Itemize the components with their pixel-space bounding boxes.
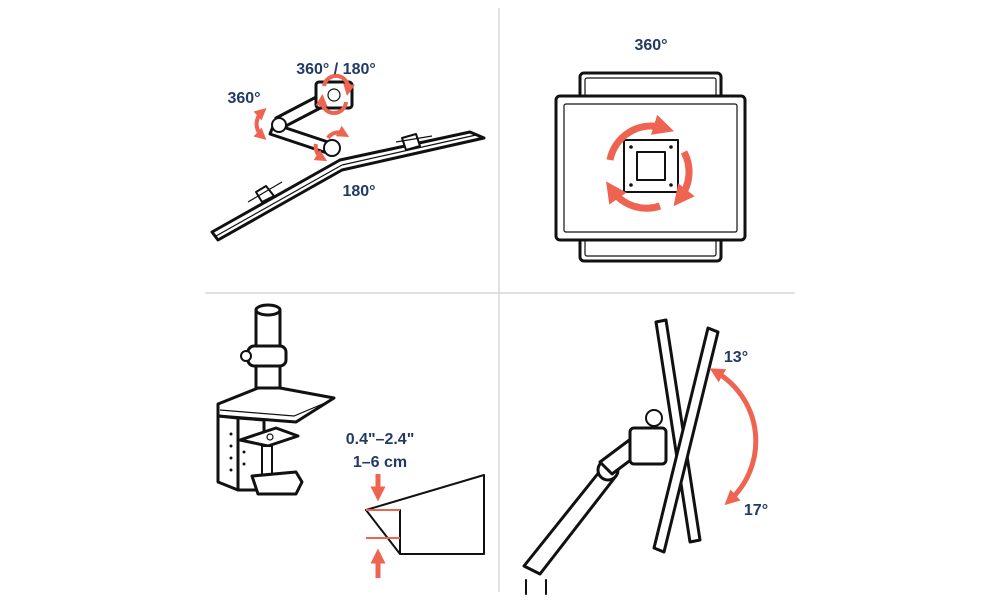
clamp-hole [229, 432, 233, 436]
tilt-head [628, 426, 668, 466]
label-clamp-range-in: 0.4"–2.4" [346, 431, 415, 448]
label-elbow-rotation: 360° [227, 90, 260, 107]
clamp-pressure-pad [238, 426, 300, 448]
elbow-joint [271, 117, 287, 133]
vesa-screw-hole [669, 145, 673, 149]
clamp-hole [229, 456, 233, 460]
pressure-pad-center [266, 433, 274, 441]
clamp-top-plate-edge [219, 399, 333, 417]
panel-desk-clamp: 0.4"–2.4" 1–6 cm [216, 303, 485, 578]
collar-set-screw [240, 350, 252, 362]
head-rotation-arrow-top [322, 73, 355, 96]
base-rotation-arrow-right [326, 125, 350, 140]
panel-monitor-rotation: 360° [554, 37, 747, 263]
crossbar [210, 130, 486, 242]
vesa-screw-hole [629, 183, 633, 187]
label-base-rotation: 180° [342, 183, 375, 200]
monitor-front-inner [563, 103, 738, 233]
crossbar-clamp-left [247, 181, 283, 203]
vesa-screw-hole [669, 183, 673, 187]
rotation-arrow-top [606, 114, 675, 161]
pole-top [254, 303, 282, 317]
tilt-pivot [645, 409, 663, 427]
clamp-knob [250, 470, 304, 496]
rotation-arrow-right [673, 150, 695, 207]
clamp-hole [229, 444, 233, 448]
tilt-arc-arrow [709, 368, 759, 506]
label-head-rotation: 360° / 180° [296, 61, 376, 78]
vesa-plate-center [636, 151, 666, 181]
crossbar-edge-left [215, 164, 343, 237]
clamp-hole [242, 462, 246, 466]
tilt-lower-arm [522, 464, 618, 576]
clamp-screw [261, 445, 273, 477]
vesa-screw-hole [629, 145, 633, 149]
base-joint [323, 139, 341, 157]
panel-tilt: 13° 17° [522, 318, 768, 595]
panel-dividers [205, 8, 795, 592]
clamp-hole [242, 450, 246, 454]
rotation-arrow-bottom [606, 181, 662, 212]
pole-collar [246, 344, 288, 368]
label-tilt-down: 17° [744, 502, 768, 519]
clamp-hole [229, 468, 233, 472]
label-monitor-rotation: 360° [634, 37, 667, 54]
desk-surface [365, 474, 485, 555]
elbow-rotation-arrow [253, 108, 267, 140]
head-rotation-arrow-bottom [315, 94, 348, 115]
vesa-head-pivot [327, 88, 341, 102]
clamp-body-side [216, 414, 240, 492]
tilted-monitor-front [652, 326, 720, 554]
label-tilt-up: 13° [724, 349, 748, 366]
panel-arm-rotation: 360° / 180° 360° 180° [210, 61, 486, 242]
base-rotation-arrow-left [313, 143, 328, 162]
crossbar-clamp-right [395, 133, 433, 151]
label-clamp-range-cm: 1–6 cm [353, 454, 407, 471]
